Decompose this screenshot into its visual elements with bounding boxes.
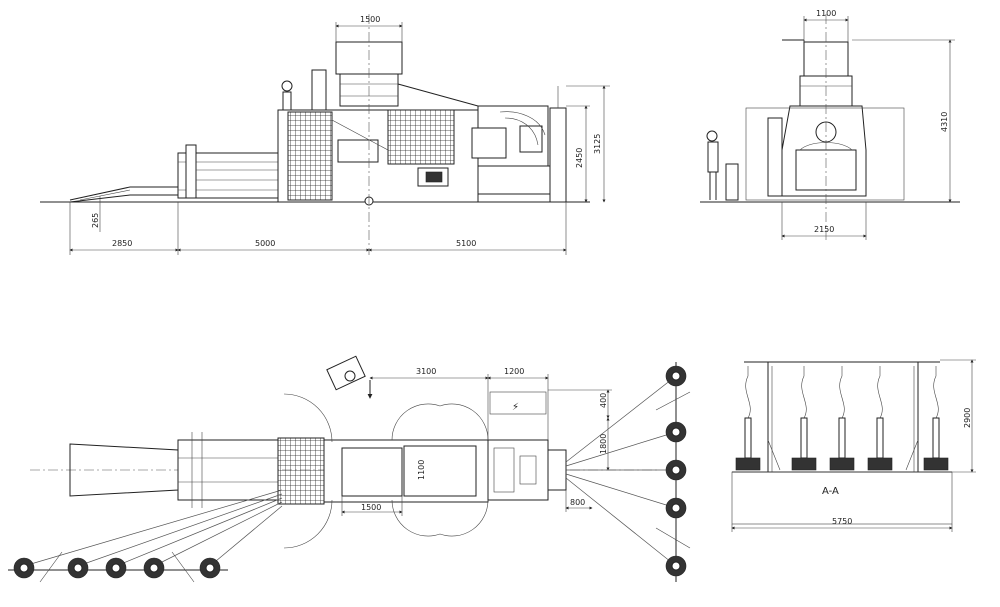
side-elevation-view: 1500 2450 3125 265 2850 5000 5100 — [40, 14, 610, 255]
plan-view: 3100 1200 ⚡ 400 1800 1100 1500 800 — [8, 355, 691, 583]
lightning-glyph: ⚡ — [512, 402, 519, 413]
dim-plan-1100: 1100 — [417, 460, 426, 480]
dim-front-top: 1100 — [816, 9, 836, 18]
dim-section-height: 2900 — [963, 408, 972, 428]
dim-front-width: 2150 — [814, 225, 834, 234]
dim-plan-1200: 1200 — [504, 367, 524, 376]
dim-plan-3100: 3100 — [416, 367, 436, 376]
dim-plan-1800: 1800 — [599, 434, 608, 454]
reel-column-right — [565, 362, 691, 582]
dim-front-height: 4310 — [940, 112, 949, 132]
dim-section-width: 5750 — [832, 517, 852, 526]
dim-side-2850: 2850 — [112, 239, 132, 248]
section-a-a-view: A-A 2900 5750 — [731, 359, 976, 532]
dim-side-265: 265 — [91, 213, 100, 228]
dim-side-5000: 5000 — [255, 239, 275, 248]
dim-plan-400: 400 — [599, 393, 608, 408]
dim-side-5100: 5100 — [456, 239, 476, 248]
dim-plan-800: 800 — [570, 498, 585, 507]
dim-side-2450: 2450 — [575, 148, 584, 168]
front-elevation-view: 1100 4310 2150 — [700, 9, 960, 240]
dim-side-top: 1500 — [360, 15, 380, 24]
dim-plan-1500: 1500 — [361, 503, 381, 512]
dim-side-3125: 3125 — [593, 134, 602, 154]
reel-row-bottom — [8, 489, 283, 583]
section-label: A-A — [822, 486, 839, 497]
